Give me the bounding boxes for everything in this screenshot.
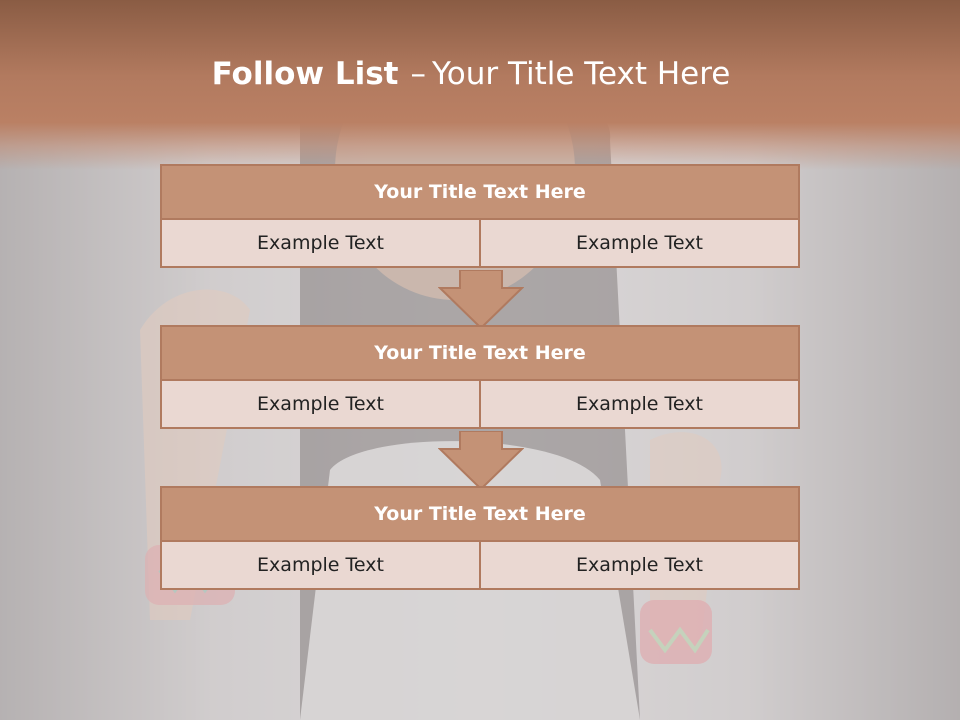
block-row: Example Text Example Text <box>160 381 800 429</box>
block-cell-right: Example Text <box>481 220 800 268</box>
block-row: Example Text Example Text <box>160 542 800 590</box>
block-title: Your Title Text Here <box>160 325 800 381</box>
block-cell-right: Example Text <box>481 542 800 590</box>
block-cell-left: Example Text <box>160 381 481 429</box>
title-rest: Your Title Text Here <box>431 56 731 92</box>
title-band <box>0 0 960 170</box>
block-title: Your Title Text Here <box>160 164 800 220</box>
title-bold: Follow List <box>211 56 399 92</box>
block-cell-right: Example Text <box>481 381 800 429</box>
follow-block-1: Your Title Text Here Example Text Exampl… <box>160 164 800 268</box>
follow-block-2: Your Title Text Here Example Text Exampl… <box>160 325 800 429</box>
block-cell-left: Example Text <box>160 542 481 590</box>
down-arrow-icon <box>438 270 524 330</box>
block-title: Your Title Text Here <box>160 486 800 542</box>
slide-title: Follow List–Your Title Text Here <box>0 56 942 92</box>
follow-block-3: Your Title Text Here Example Text Exampl… <box>160 486 800 590</box>
block-cell-left: Example Text <box>160 220 481 268</box>
block-row: Example Text Example Text <box>160 220 800 268</box>
title-dash: – <box>410 56 426 92</box>
down-arrow-icon <box>438 431 524 491</box>
